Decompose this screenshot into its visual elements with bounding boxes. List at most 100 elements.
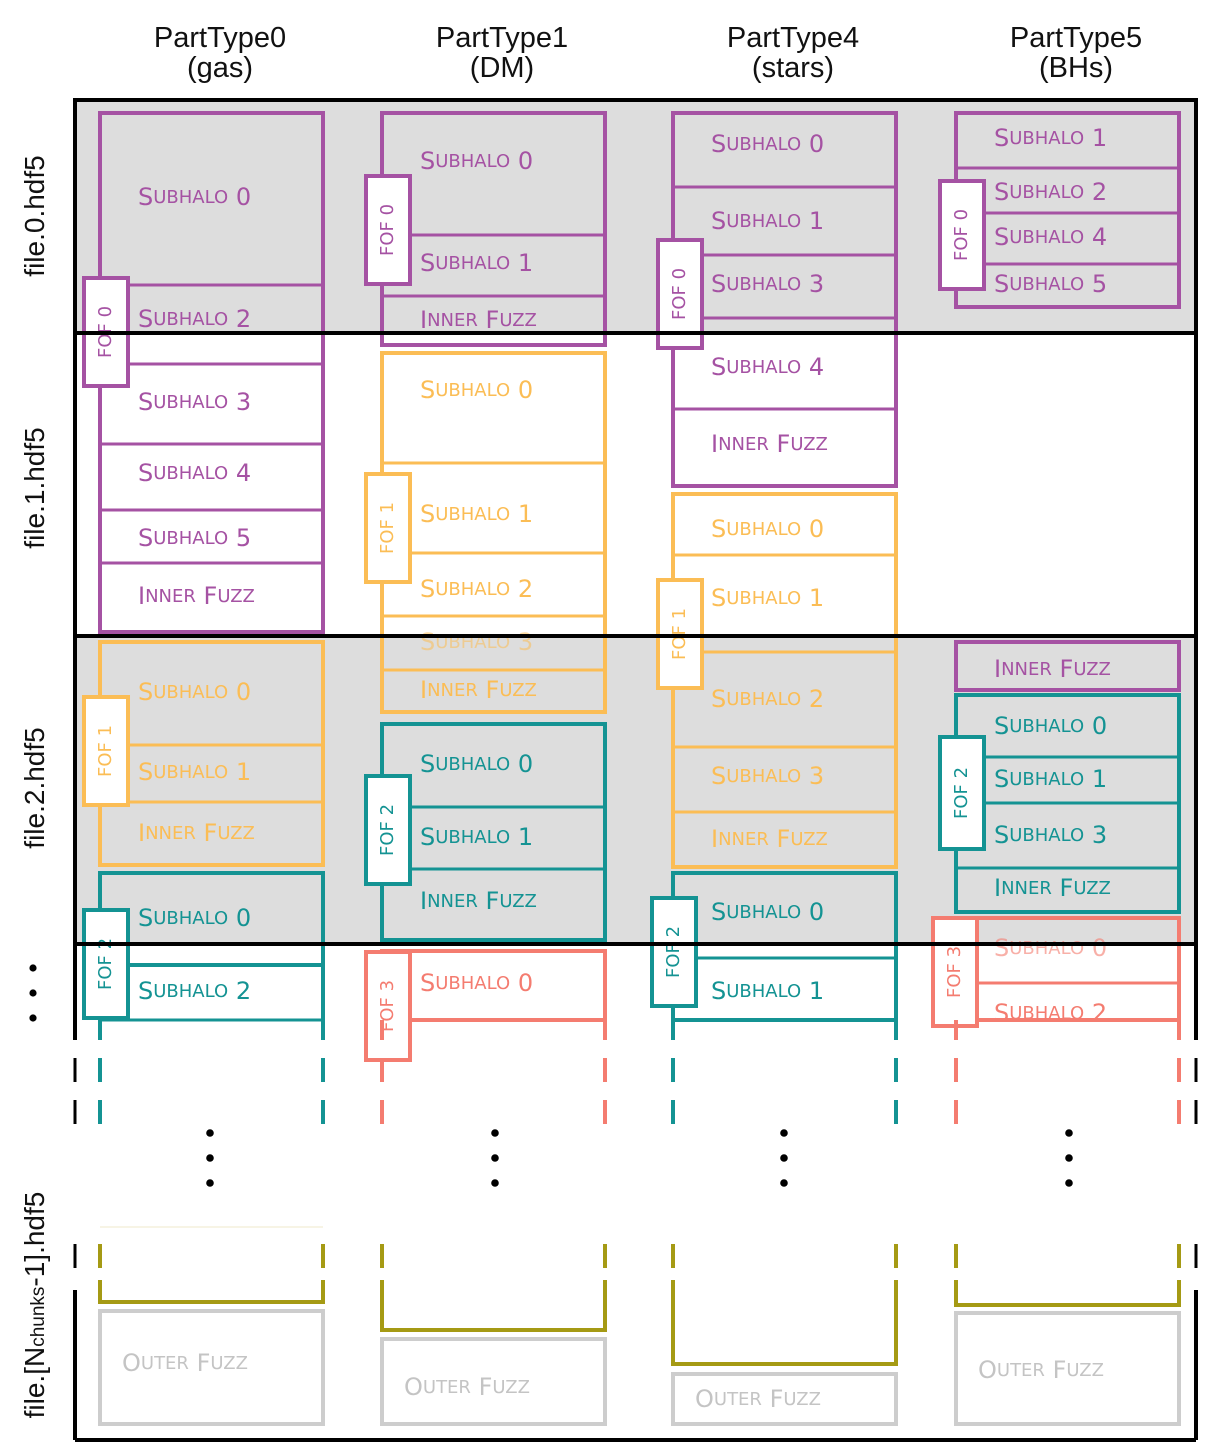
row-labels: file.0.hdf5 file.1.hdf5 file.2.hdf5 file… bbox=[19, 155, 50, 1418]
subhalo-label: SUBHALO 0 bbox=[138, 678, 251, 706]
file2-band bbox=[75, 636, 1196, 944]
outer-fuzz-box bbox=[98, 1309, 325, 1426]
inner-fuzz-label: INNER FUZZ bbox=[420, 306, 537, 334]
subhalo-label: SUBHALO 0 bbox=[711, 898, 824, 926]
subhalo-label: SUBHALO 1 bbox=[420, 823, 533, 851]
fof-tab-box bbox=[364, 174, 412, 286]
column-subtitle: (DM) bbox=[470, 52, 534, 84]
fof-tab-box bbox=[364, 472, 412, 584]
fof-group-tab: FOF 3 bbox=[364, 950, 412, 1062]
subhalo-label: SUBHALO 3 bbox=[994, 821, 1107, 849]
column-title: PartType0 bbox=[154, 22, 286, 54]
fof-tab-box bbox=[82, 908, 130, 1020]
subhalo-label: SUBHALO 4 bbox=[138, 459, 251, 487]
subhalo-label: SUBHALO 4 bbox=[994, 223, 1107, 251]
subhalo-label: SUBHALO 0 bbox=[420, 376, 533, 404]
fof-group-tab: FOF 2 bbox=[364, 774, 412, 886]
row-label-file1: file.1.hdf5 bbox=[19, 427, 50, 548]
fof-label: FOF 2 bbox=[95, 938, 116, 990]
subhalo-label: SUBHALO 2 bbox=[994, 999, 1107, 1027]
file-frames bbox=[73, 98, 1198, 1442]
fof-label: FOF 2 bbox=[951, 767, 972, 819]
fof-tab-box bbox=[364, 950, 412, 1062]
row-label-last-file: file.[Nchunks-1].hdf5 bbox=[19, 1192, 50, 1419]
subhalo-label: SUBHALO 1 bbox=[994, 765, 1107, 793]
fof-group-tab: FOF 2 bbox=[82, 908, 130, 1020]
inner-fuzz-label: INNER FUZZ bbox=[994, 874, 1111, 902]
outer-fuzz-box bbox=[380, 1337, 607, 1426]
fof-tab-box bbox=[650, 896, 698, 1008]
subhalo-label: SUBHALO 0 bbox=[420, 147, 533, 175]
column-title: PartType5 bbox=[1010, 22, 1142, 54]
subhalo-label: SUBHALO 1 bbox=[420, 500, 533, 528]
fof-group-tab: FOF 1 bbox=[82, 695, 130, 807]
subhalo-label: SUBHALO 2 bbox=[138, 977, 251, 1005]
fof-tab-box bbox=[656, 238, 704, 350]
outer-fuzz-box bbox=[954, 1311, 1181, 1426]
subhalo-label: SUBHALO 0 bbox=[994, 712, 1107, 740]
subhalo-label: SUBHALO 0 bbox=[138, 904, 251, 932]
subhalo-label: SUBHALO 0 bbox=[711, 515, 824, 543]
fof-label: FOF 0 bbox=[951, 209, 972, 261]
column-subtitle: (gas) bbox=[187, 52, 253, 84]
inner-fuzz-label: INNER FUZZ bbox=[711, 825, 828, 853]
outer-fuzz-label: OUTER FUZZ bbox=[122, 1349, 248, 1377]
column-subtitle: (stars) bbox=[752, 52, 834, 84]
fof-group-tab: FOF 0 bbox=[364, 174, 412, 286]
fof-label: FOF 2 bbox=[663, 926, 684, 978]
outer-fuzz-label: OUTER FUZZ bbox=[695, 1385, 821, 1413]
column-subtitle: (BHs) bbox=[1039, 52, 1113, 84]
outer-fuzz-label: OUTER FUZZ bbox=[978, 1356, 1104, 1384]
inner-fuzz-label: INNER FUZZ bbox=[420, 676, 537, 704]
inner-fuzz-label: INNER FUZZ bbox=[711, 430, 828, 458]
subhalo-label: SUBHALO 0 bbox=[994, 934, 1107, 962]
fof-group-tab: FOF 0 bbox=[656, 238, 704, 350]
inner-fuzz-label: INNER FUZZ bbox=[994, 655, 1111, 683]
subhalo-label: SUBHALO 0 bbox=[711, 130, 824, 158]
file0-band bbox=[75, 100, 1196, 333]
fof-label: FOF 0 bbox=[377, 204, 398, 256]
fof-tab-box bbox=[938, 179, 986, 291]
inner-fuzz-label: INNER FUZZ bbox=[138, 582, 255, 610]
fof-group-tab: FOF 3 bbox=[931, 916, 979, 1028]
subhalo-label: SUBHALO 0 bbox=[420, 750, 533, 778]
subhalo-label: SUBHALO 1 bbox=[711, 207, 824, 235]
fof-group-tab: FOF 0 bbox=[938, 179, 986, 291]
inner-fuzz-label: INNER FUZZ bbox=[420, 887, 537, 915]
inner-fuzz-label: INNER FUZZ bbox=[138, 819, 255, 847]
subhalo-label: SUBHALO 3 bbox=[138, 388, 251, 416]
subhalo-label: SUBHALO 1 bbox=[711, 584, 824, 612]
subhalo-label: SUBHALO 2 bbox=[994, 178, 1107, 206]
fof-group-tab: FOF 1 bbox=[364, 472, 412, 584]
subhalo-label: SUBHALO 3 bbox=[711, 270, 824, 298]
row-label-file0: file.0.hdf5 bbox=[19, 155, 50, 276]
fof-label: FOF 3 bbox=[944, 946, 965, 998]
fof-tab-box bbox=[82, 695, 130, 807]
fof-group-tab: FOF 2 bbox=[650, 896, 698, 1008]
fof-label: FOF 3 bbox=[377, 980, 398, 1032]
subhalo-label: SUBHALO 2 bbox=[711, 685, 824, 713]
fof-tab-box bbox=[931, 916, 979, 1028]
column-titles: PartType0 (gas) PartType1 (DM) PartType4… bbox=[154, 22, 1142, 84]
subhalo-label: SUBHALO 0 bbox=[420, 969, 533, 997]
subhalo-label: SUBHALO 1 bbox=[711, 977, 824, 1005]
column-title: PartType1 bbox=[436, 22, 568, 54]
fof-label: FOF 0 bbox=[669, 268, 690, 320]
subhalo-label: SUBHALO 3 bbox=[420, 628, 533, 656]
subhalo-label: SUBHALO 0 bbox=[138, 183, 251, 211]
subhalo-label: SUBHALO 5 bbox=[994, 270, 1107, 298]
fof-tab-box bbox=[364, 774, 412, 886]
outer-fuzz-label: OUTER FUZZ bbox=[404, 1373, 530, 1401]
fof-label: FOF 1 bbox=[95, 725, 116, 777]
ellipsis-dots bbox=[29, 964, 1073, 1187]
subhalo-label: SUBHALO 4 bbox=[711, 353, 824, 381]
subhalo-label: SUBHALO 3 bbox=[711, 762, 824, 790]
fof-particle-block bbox=[954, 640, 1181, 692]
row-label-file2: file.2.hdf5 bbox=[19, 727, 50, 848]
outer-fuzz-box bbox=[671, 1372, 898, 1426]
column-title: PartType4 bbox=[727, 22, 859, 54]
fof-label: FOF 1 bbox=[377, 502, 398, 554]
fof-group-tab: FOF 2 bbox=[938, 735, 986, 851]
subhalo-label: SUBHALO 2 bbox=[138, 305, 251, 333]
